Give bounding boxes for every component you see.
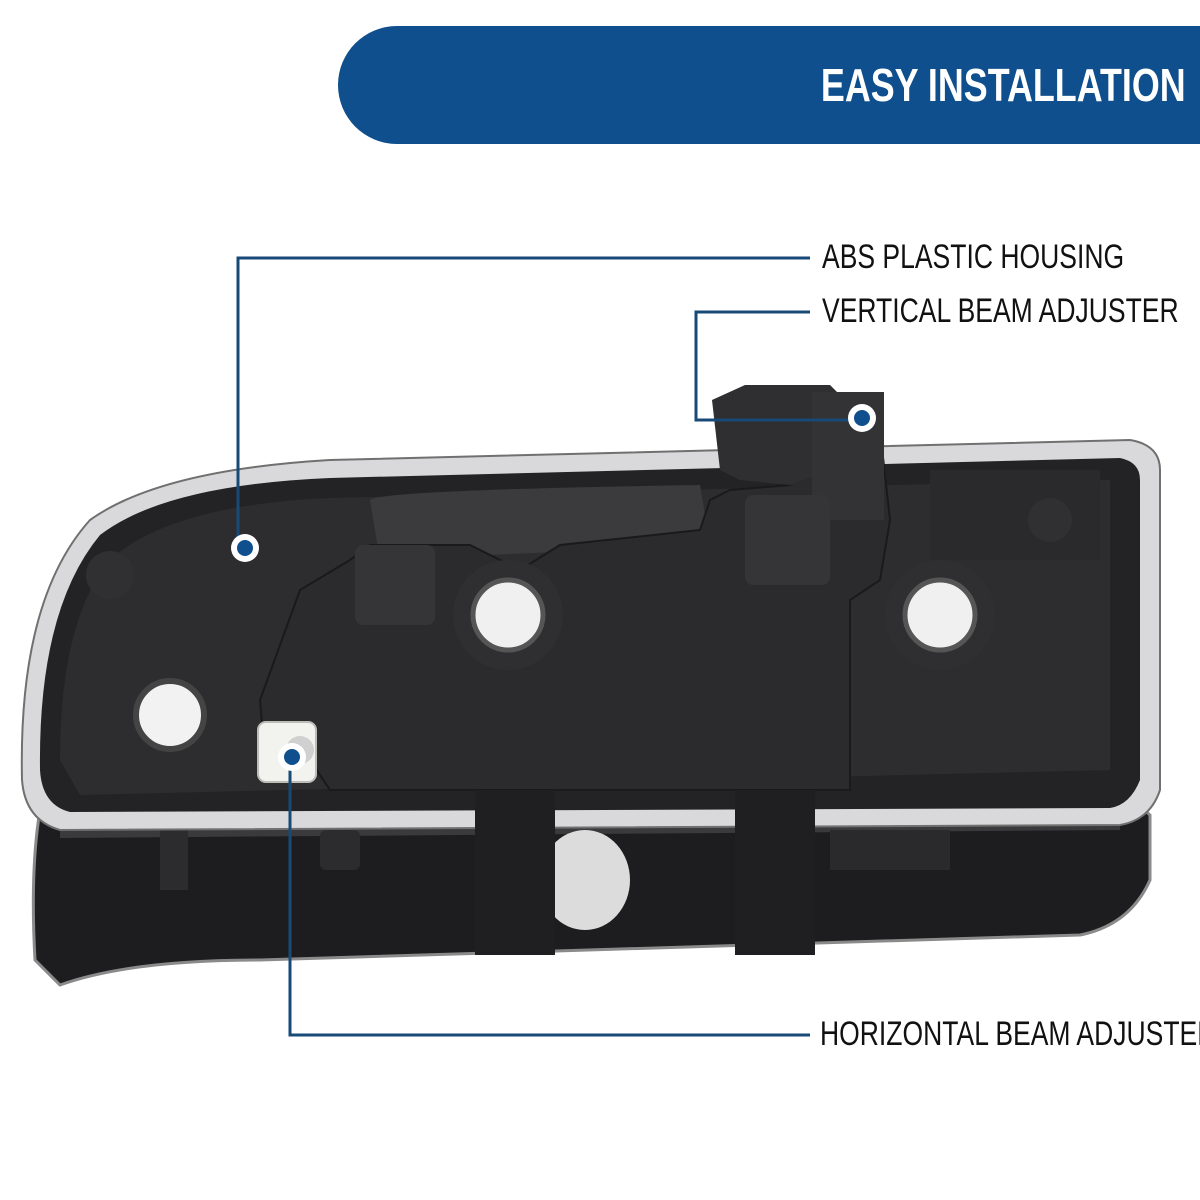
banner-title: EASY INSTALLATION bbox=[821, 59, 1186, 111]
marker-vertical-icon bbox=[848, 404, 876, 432]
bumper-lamp bbox=[31, 803, 1152, 987]
callout-label-vertical-adjuster: VERTICAL BEAM ADJUSTER bbox=[822, 292, 1179, 330]
banner: EASY INSTALLATION bbox=[338, 26, 1200, 144]
callout-line-vertical bbox=[694, 310, 850, 422]
callout-label-horizontal-adjuster: HORIZONTAL BEAM ADJUSTER bbox=[820, 1015, 1200, 1053]
callout-label-housing: ABS PLASTIC HOUSING bbox=[822, 238, 1125, 276]
callout-line-horizontal bbox=[288, 757, 810, 1037]
mounting-bracket bbox=[257, 385, 995, 955]
callout-markers bbox=[231, 404, 876, 771]
marker-housing-icon bbox=[231, 534, 259, 562]
marker-horizontal-icon bbox=[278, 743, 306, 771]
